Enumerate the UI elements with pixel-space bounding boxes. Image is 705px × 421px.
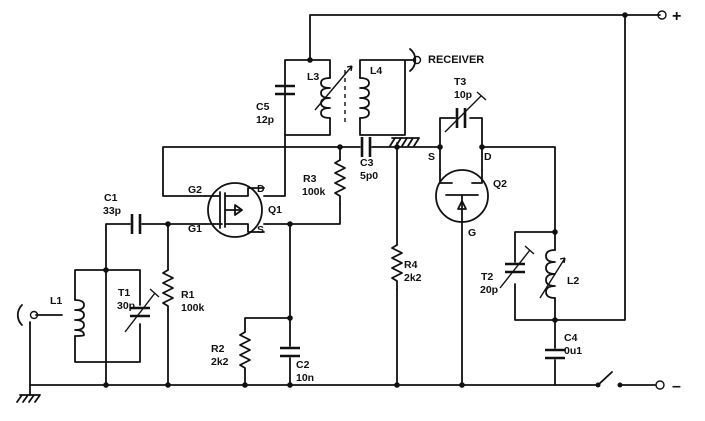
- c3-label: C3: [360, 157, 374, 169]
- r4-value: 2k2: [404, 272, 422, 284]
- junction: [242, 382, 248, 388]
- junction: [103, 267, 109, 273]
- tank2-wires: [514, 231, 556, 386]
- q1-pin-d: D: [257, 183, 265, 195]
- resistor-r4: [391, 244, 403, 290]
- resistor-r2: [239, 331, 251, 371]
- receiver-socket-icon: [409, 48, 422, 72]
- positive-sign: +: [672, 8, 681, 25]
- q2-label: Q2: [493, 178, 507, 190]
- c4-label: C4: [564, 332, 578, 344]
- q2-drain-wire: [481, 146, 556, 233]
- junction: [552, 229, 558, 235]
- capacitor-c3: [360, 137, 372, 157]
- l2-label: L2: [567, 275, 579, 287]
- q2-source-wire: [439, 117, 483, 171]
- r4-label: R4: [404, 259, 418, 271]
- t1-value: 30p: [117, 300, 135, 312]
- junction-dots: [103, 12, 628, 388]
- ground-icon: [16, 384, 41, 403]
- junction: [103, 382, 109, 388]
- antenna-feed-wire: [29, 314, 63, 386]
- inductor-l1: [74, 299, 85, 337]
- junction: [622, 12, 628, 18]
- c1-wire: [105, 223, 206, 271]
- c1-label: C1: [104, 192, 118, 204]
- l4-label: L4: [370, 65, 382, 77]
- junction: [287, 315, 293, 321]
- negative-terminal: –: [655, 378, 681, 395]
- c2-value: 10n: [296, 372, 314, 384]
- junction: [479, 144, 485, 150]
- resistor-r3: [334, 159, 346, 205]
- q1-drain-wire: [263, 134, 286, 197]
- positive-rail: [309, 14, 661, 321]
- junction: [165, 221, 171, 227]
- c5-value: 12p: [256, 114, 274, 126]
- junction: [437, 144, 443, 150]
- negative-wire: [597, 371, 656, 386]
- inductor-l3: [314, 65, 353, 119]
- q2-pin-d: D: [484, 151, 492, 163]
- junction: [307, 57, 313, 63]
- q1-pin-g1: G1: [188, 223, 202, 235]
- capacitor-c4: [545, 348, 565, 360]
- capacitor-c1: [130, 214, 142, 234]
- r1-label: R1: [181, 289, 195, 301]
- q2-pin-g: G: [468, 227, 476, 239]
- junction: [459, 382, 465, 388]
- t2-value: 20p: [480, 284, 498, 296]
- q1-source-wire: [244, 223, 291, 386]
- r2-label: R2: [211, 343, 225, 355]
- ground-icon: [389, 137, 420, 148]
- l4-wires: [359, 59, 416, 136]
- inductor-l2: [539, 249, 566, 299]
- junction: [287, 221, 293, 227]
- c4-value: 0u1: [564, 345, 582, 357]
- trimmer-t1: [124, 288, 160, 333]
- inductor-l4: [359, 77, 370, 119]
- junction: [394, 382, 400, 388]
- switch: [595, 382, 623, 388]
- q1-label: Q1: [268, 204, 282, 216]
- trimmer-t2: [499, 245, 535, 289]
- r2-value: 2k2: [211, 356, 229, 368]
- trimmer-t3: [444, 91, 487, 133]
- q2-pin-s: S: [428, 151, 435, 163]
- positive-terminal: +: [657, 8, 681, 25]
- l1-label: L1: [50, 295, 62, 307]
- r1-value: 100k: [181, 302, 205, 314]
- c5-label: C5: [256, 101, 270, 113]
- jfet-q2: [435, 169, 489, 223]
- q1-pin-g2: G2: [188, 184, 202, 196]
- t2-label: T2: [481, 271, 493, 283]
- junction: [287, 382, 293, 388]
- r3-value: 100k: [302, 186, 326, 198]
- mosfet-q1: [204, 182, 265, 238]
- receiver-label: RECEIVER: [428, 54, 484, 66]
- r3-label: R3: [303, 173, 317, 185]
- negative-sign: –: [672, 378, 681, 395]
- c2-label: C2: [296, 359, 310, 371]
- junction: [552, 317, 558, 323]
- junction: [165, 382, 171, 388]
- antenna-socket-icon: [16, 304, 39, 326]
- q1-g2-wire: [162, 146, 286, 197]
- q1-pin-s: S: [257, 224, 264, 236]
- capacitor-c2: [280, 346, 300, 358]
- t3-value: 10p: [454, 89, 472, 101]
- resistor-r1: [162, 269, 174, 311]
- capacitor-c5: [275, 84, 295, 96]
- t1-label: T1: [118, 287, 130, 299]
- c1-value: 33p: [103, 205, 121, 217]
- c3-value: 5p0: [360, 170, 378, 182]
- t3-label: T3: [454, 76, 466, 88]
- l3-label: L3: [307, 71, 319, 83]
- junction: [337, 144, 343, 150]
